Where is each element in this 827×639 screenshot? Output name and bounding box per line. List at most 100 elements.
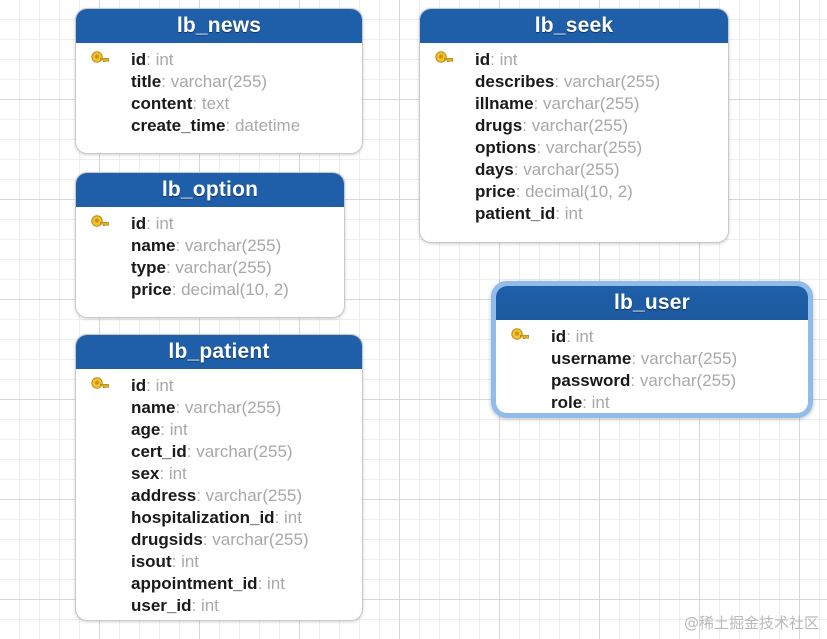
- field-separator: :: [631, 349, 641, 368]
- field-type: decimal(10, 2): [525, 182, 633, 201]
- field-type: int: [181, 552, 200, 571]
- field-row[interactable]: hospitalization_id: int: [82, 507, 356, 529]
- field-name: drugs: [475, 116, 523, 135]
- field-name: title: [131, 72, 162, 91]
- field-row[interactable]: cert_id: varchar(255): [82, 441, 356, 463]
- entity-title-lb_patient[interactable]: lb_patient: [76, 335, 362, 369]
- field-type: int: [591, 393, 610, 412]
- field-type: varchar(255): [639, 371, 737, 390]
- field-row[interactable]: name: varchar(255): [82, 397, 356, 419]
- field-type: varchar(255): [196, 442, 293, 461]
- field-row[interactable]: patient_id: int: [426, 203, 722, 225]
- field-row[interactable]: id: int: [82, 213, 338, 235]
- field-name: drugsids: [131, 530, 203, 549]
- field-separator: :: [533, 94, 544, 113]
- field-row[interactable]: id: int: [426, 49, 722, 71]
- field-type: varchar(255): [175, 258, 272, 277]
- field-row[interactable]: id: int: [502, 326, 802, 348]
- field-row[interactable]: describes: varchar(255): [426, 71, 722, 93]
- field-type: varchar(255): [205, 486, 303, 505]
- field-name: id: [131, 50, 147, 69]
- field-type: varchar(255): [545, 138, 643, 157]
- primary-key-icon: [90, 377, 110, 395]
- field-separator: :: [186, 442, 197, 461]
- entity-title-lb_option[interactable]: lb_option: [76, 173, 344, 207]
- field-separator: :: [274, 508, 285, 527]
- field-row[interactable]: illname: varchar(255): [426, 93, 722, 115]
- field-type: int: [575, 327, 594, 346]
- field-type: int: [200, 596, 219, 615]
- field-name: hospitalization_id: [131, 508, 275, 527]
- field-name: name: [131, 398, 176, 417]
- field-separator: :: [554, 72, 564, 91]
- field-row[interactable]: title: varchar(255): [82, 71, 356, 93]
- field-name: address: [131, 486, 197, 505]
- field-separator: :: [175, 398, 185, 417]
- field-row[interactable]: password: varchar(255): [502, 370, 802, 392]
- field-row[interactable]: create_time: datetime: [82, 115, 356, 137]
- field-row[interactable]: price: decimal(10, 2): [82, 279, 338, 301]
- field-separator: :: [630, 371, 640, 390]
- entity-title-lb_user[interactable]: lb_user: [496, 286, 808, 320]
- primary-key-icon: [90, 51, 110, 69]
- field-row[interactable]: id: int: [82, 375, 356, 397]
- entity-title-lb_seek[interactable]: lb_seek: [420, 9, 728, 43]
- field-row[interactable]: price: decimal(10, 2): [426, 181, 722, 203]
- field-name: type: [131, 258, 166, 277]
- field-name: illname: [475, 94, 534, 113]
- field-separator: :: [165, 258, 176, 277]
- field-type: datetime: [234, 116, 301, 135]
- field-row[interactable]: drugs: varchar(255): [426, 115, 722, 137]
- field-name: price: [131, 280, 172, 299]
- field-row[interactable]: address: varchar(255): [82, 485, 356, 507]
- field-row[interactable]: content: text: [82, 93, 356, 115]
- field-name: create_time: [131, 116, 226, 135]
- watermark-text: @稀土掘金技术社区: [683, 614, 819, 632]
- field-type: int: [155, 376, 174, 395]
- field-separator: :: [161, 72, 171, 91]
- field-name: describes: [475, 72, 555, 91]
- field-name: user_id: [131, 596, 192, 615]
- field-name: id: [475, 50, 491, 69]
- field-row[interactable]: type: varchar(255): [82, 257, 338, 279]
- field-row[interactable]: role: int: [502, 392, 802, 413]
- field-type: varchar(255): [531, 116, 629, 135]
- field-type: int: [284, 508, 302, 527]
- field-type: int: [155, 214, 174, 233]
- field-row[interactable]: appointment_id: int: [82, 573, 356, 595]
- field-type: int: [564, 204, 583, 223]
- field-name: sex: [131, 464, 160, 483]
- entity-title-lb_news[interactable]: lb_news: [76, 9, 362, 43]
- field-row[interactable]: drugsids: varchar(255): [82, 529, 356, 551]
- field-name: options: [475, 138, 537, 157]
- field-row[interactable]: name: varchar(255): [82, 235, 338, 257]
- field-separator: :: [522, 116, 532, 135]
- field-row[interactable]: username: varchar(255): [502, 348, 802, 370]
- field-row[interactable]: sex: int: [82, 463, 356, 485]
- field-separator: :: [196, 486, 206, 505]
- field-type: int: [155, 50, 174, 69]
- field-type: text: [201, 94, 230, 113]
- field-row[interactable]: user_id: int: [82, 595, 356, 617]
- field-row[interactable]: id: int: [82, 49, 356, 71]
- field-type: varchar(255): [523, 160, 620, 179]
- field-separator: :: [566, 327, 576, 346]
- field-row[interactable]: isout: int: [82, 551, 356, 573]
- field-row[interactable]: age: int: [82, 419, 356, 441]
- field-name: days: [475, 160, 514, 179]
- field-separator: :: [171, 280, 182, 299]
- field-row[interactable]: options: varchar(255): [426, 137, 722, 159]
- field-separator: :: [202, 530, 213, 549]
- field-separator: :: [146, 50, 156, 69]
- field-name: id: [551, 327, 567, 346]
- field-row[interactable]: days: varchar(255): [426, 159, 722, 181]
